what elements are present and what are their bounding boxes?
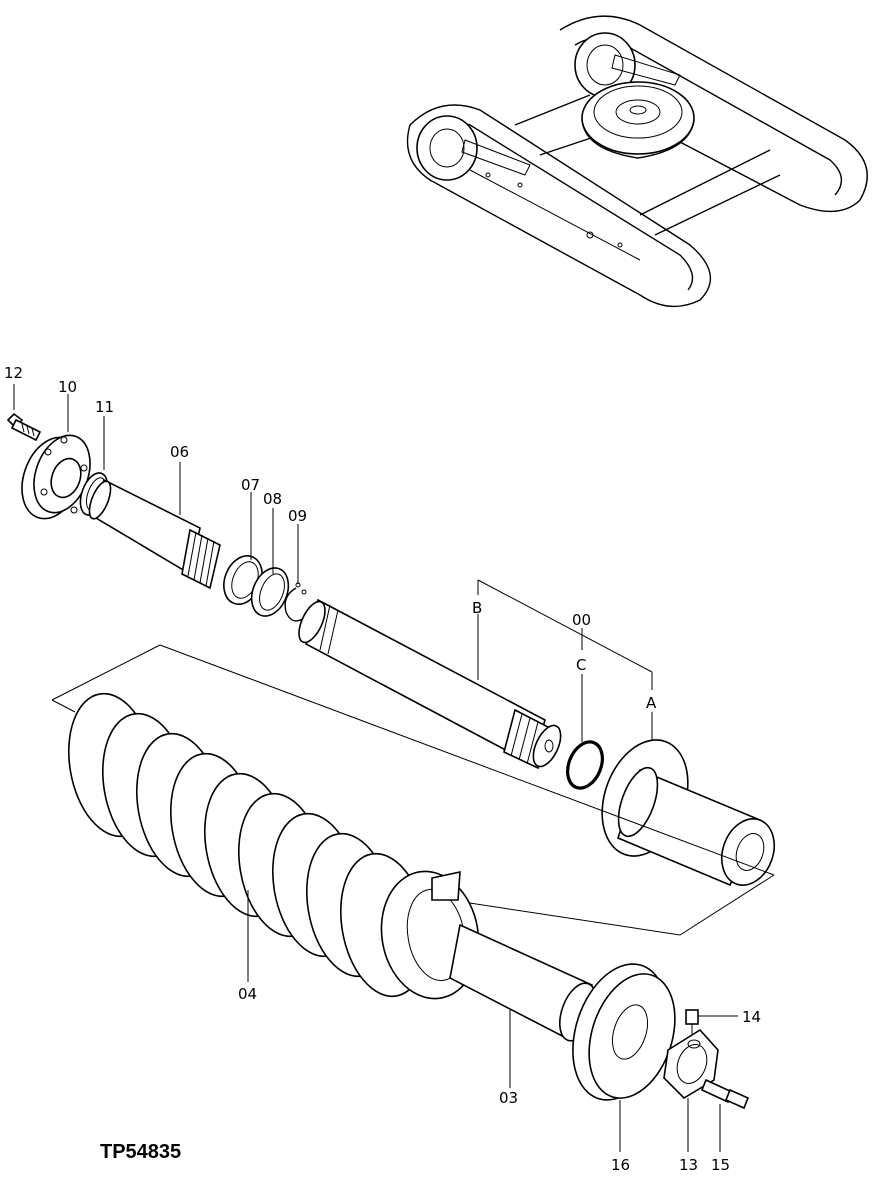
part-08-ring [250, 567, 290, 617]
callout-C: C [576, 656, 586, 674]
part-06-rod [88, 478, 221, 590]
assembly-frame-outline [51, 644, 775, 936]
callout-09: 09 [288, 507, 307, 525]
callout-B: B [472, 599, 482, 617]
callout-04: 04 [238, 985, 257, 1003]
callout-12: 12 [4, 364, 23, 382]
callout-00: 00 [572, 611, 591, 629]
part-09-snap-ring [284, 582, 307, 622]
part-10-flange [21, 434, 91, 520]
drawing-number: TP54835 [100, 1141, 181, 1163]
callout-08: 08 [263, 490, 282, 508]
part-04-spring [67, 692, 480, 1000]
callout-13: 13 [679, 1156, 698, 1174]
callout-07: 07 [241, 476, 260, 494]
part-15-fitting [700, 1078, 750, 1110]
callout-16: 16 [611, 1156, 630, 1174]
part-C-o-ring [566, 740, 604, 790]
undercarriage-overview [406, 15, 868, 308]
assembly-bracket [477, 579, 653, 690]
part-B-piston-rod [298, 598, 562, 770]
callout-06: 06 [170, 443, 189, 461]
callout-03: 03 [499, 1089, 518, 1107]
part-16-flange [572, 963, 676, 1101]
callout-11: 11 [95, 398, 114, 416]
part-14-grease-cap [685, 1009, 699, 1036]
part-12-bolt [6, 412, 42, 442]
part-13-nut [663, 1028, 719, 1100]
callout-15: 15 [711, 1156, 730, 1174]
leader-lines [13, 384, 738, 1152]
callout-14: 14 [742, 1008, 761, 1026]
callout-A: A [646, 694, 657, 712]
callout-10: 10 [58, 378, 77, 396]
